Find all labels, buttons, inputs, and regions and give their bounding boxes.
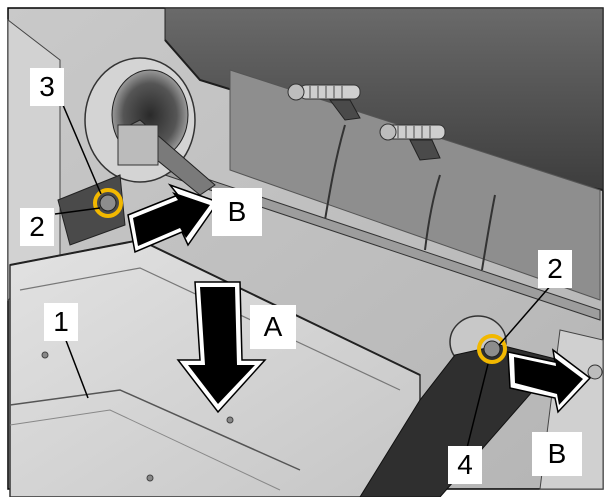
arrow-b-right: [507, 348, 592, 414]
leader-2-right: [498, 283, 553, 346]
tray-hole-2: [226, 416, 234, 424]
left-bracket: [117, 124, 159, 166]
tray-ridge-2: [9, 389, 301, 471]
callout-b-right: B: [532, 432, 582, 476]
callout-2-left: 2: [20, 208, 54, 246]
callout-1: 1: [44, 303, 78, 341]
leader-2-left: [54, 207, 101, 215]
arrow-b-left: [127, 183, 220, 254]
callout-3: 3: [30, 68, 64, 106]
callout-b-left: B: [212, 188, 262, 236]
leader-4: [466, 363, 489, 449]
tray-ridge-1: [19, 267, 401, 391]
left-arm: [57, 174, 126, 246]
arrow-a: [176, 281, 267, 414]
left-pin-ring: [93, 188, 123, 218]
leader-1: [61, 329, 89, 399]
back-wall: [229, 69, 601, 301]
leader-lines: [54, 97, 553, 449]
wire-3: [481, 194, 496, 271]
right-pin-ring: [477, 334, 507, 364]
callout-a: A: [250, 305, 296, 349]
right-screw: [587, 364, 603, 380]
right-pin: [483, 340, 501, 358]
left-pin: [99, 194, 117, 212]
tray-hole-3: [146, 474, 154, 482]
callout-2-right: 2: [538, 250, 572, 288]
callout-4: 4: [448, 446, 482, 484]
tray-hole-1: [41, 351, 49, 359]
leader-3: [59, 97, 102, 195]
screw-assembly-left: [287, 83, 361, 121]
wire-1: [324, 124, 346, 221]
wire-2: [424, 174, 441, 251]
screw-assembly-right: [379, 123, 446, 161]
tray-ridge-3: [9, 409, 281, 491]
